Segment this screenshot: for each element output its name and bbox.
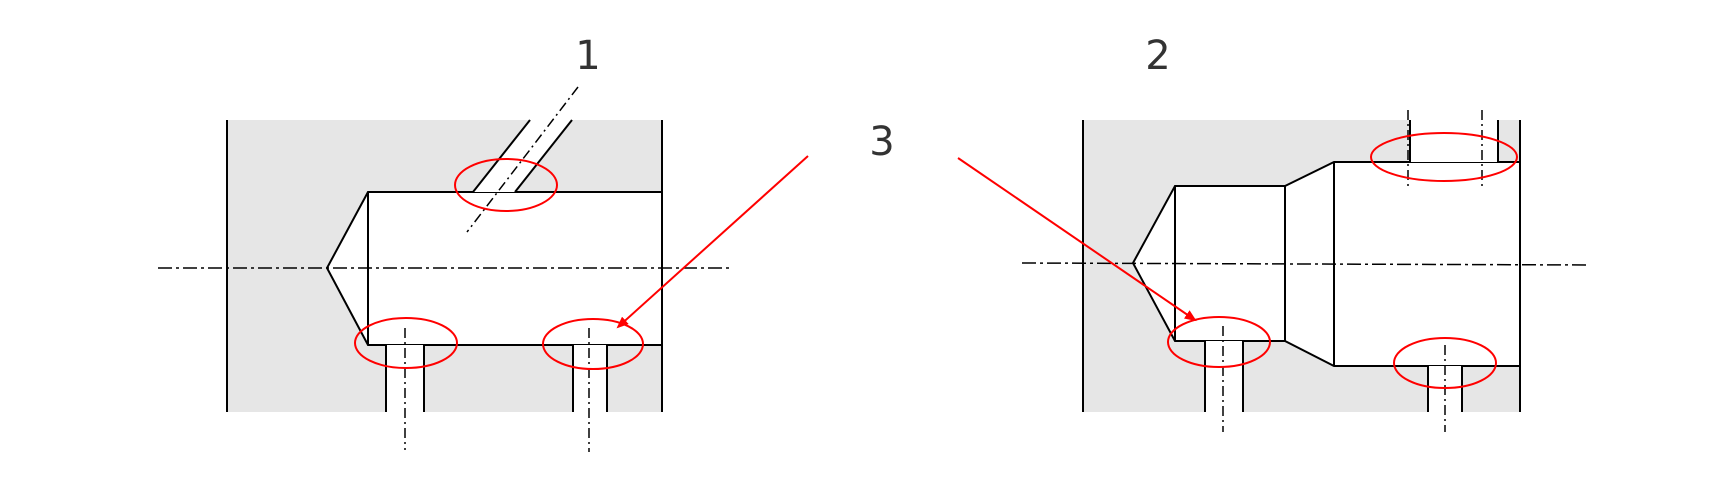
left-highlight-bottom-2: [542, 318, 644, 370]
left-highlight-top: [454, 158, 558, 212]
left-figure: [158, 86, 732, 452]
right-top-passage: [1410, 120, 1498, 162]
right-main-centerline: [1021, 262, 1591, 266]
left-angled-passage-edge-a: [472, 119, 531, 193]
right-lower-passage-1: [1205, 341, 1243, 412]
right-highlight-bottom-1: [1167, 316, 1271, 368]
label-part-1: 1: [575, 33, 600, 79]
left-highlight-bottom-1: [354, 317, 458, 369]
left-lower-passage-2: [573, 345, 607, 412]
right-highlight-top: [1370, 132, 1518, 182]
left-angled-passage: [473, 120, 572, 192]
right-figure: [1021, 110, 1591, 432]
right-highlight-bottom-2: [1393, 337, 1497, 389]
callout-arrow-right: [957, 157, 1197, 322]
left-angled-passage-edge-b: [514, 119, 573, 193]
label-callout-3: 3: [869, 119, 894, 165]
callout-arrow-left: [616, 155, 809, 329]
label-part-2: 2: [1145, 33, 1170, 79]
